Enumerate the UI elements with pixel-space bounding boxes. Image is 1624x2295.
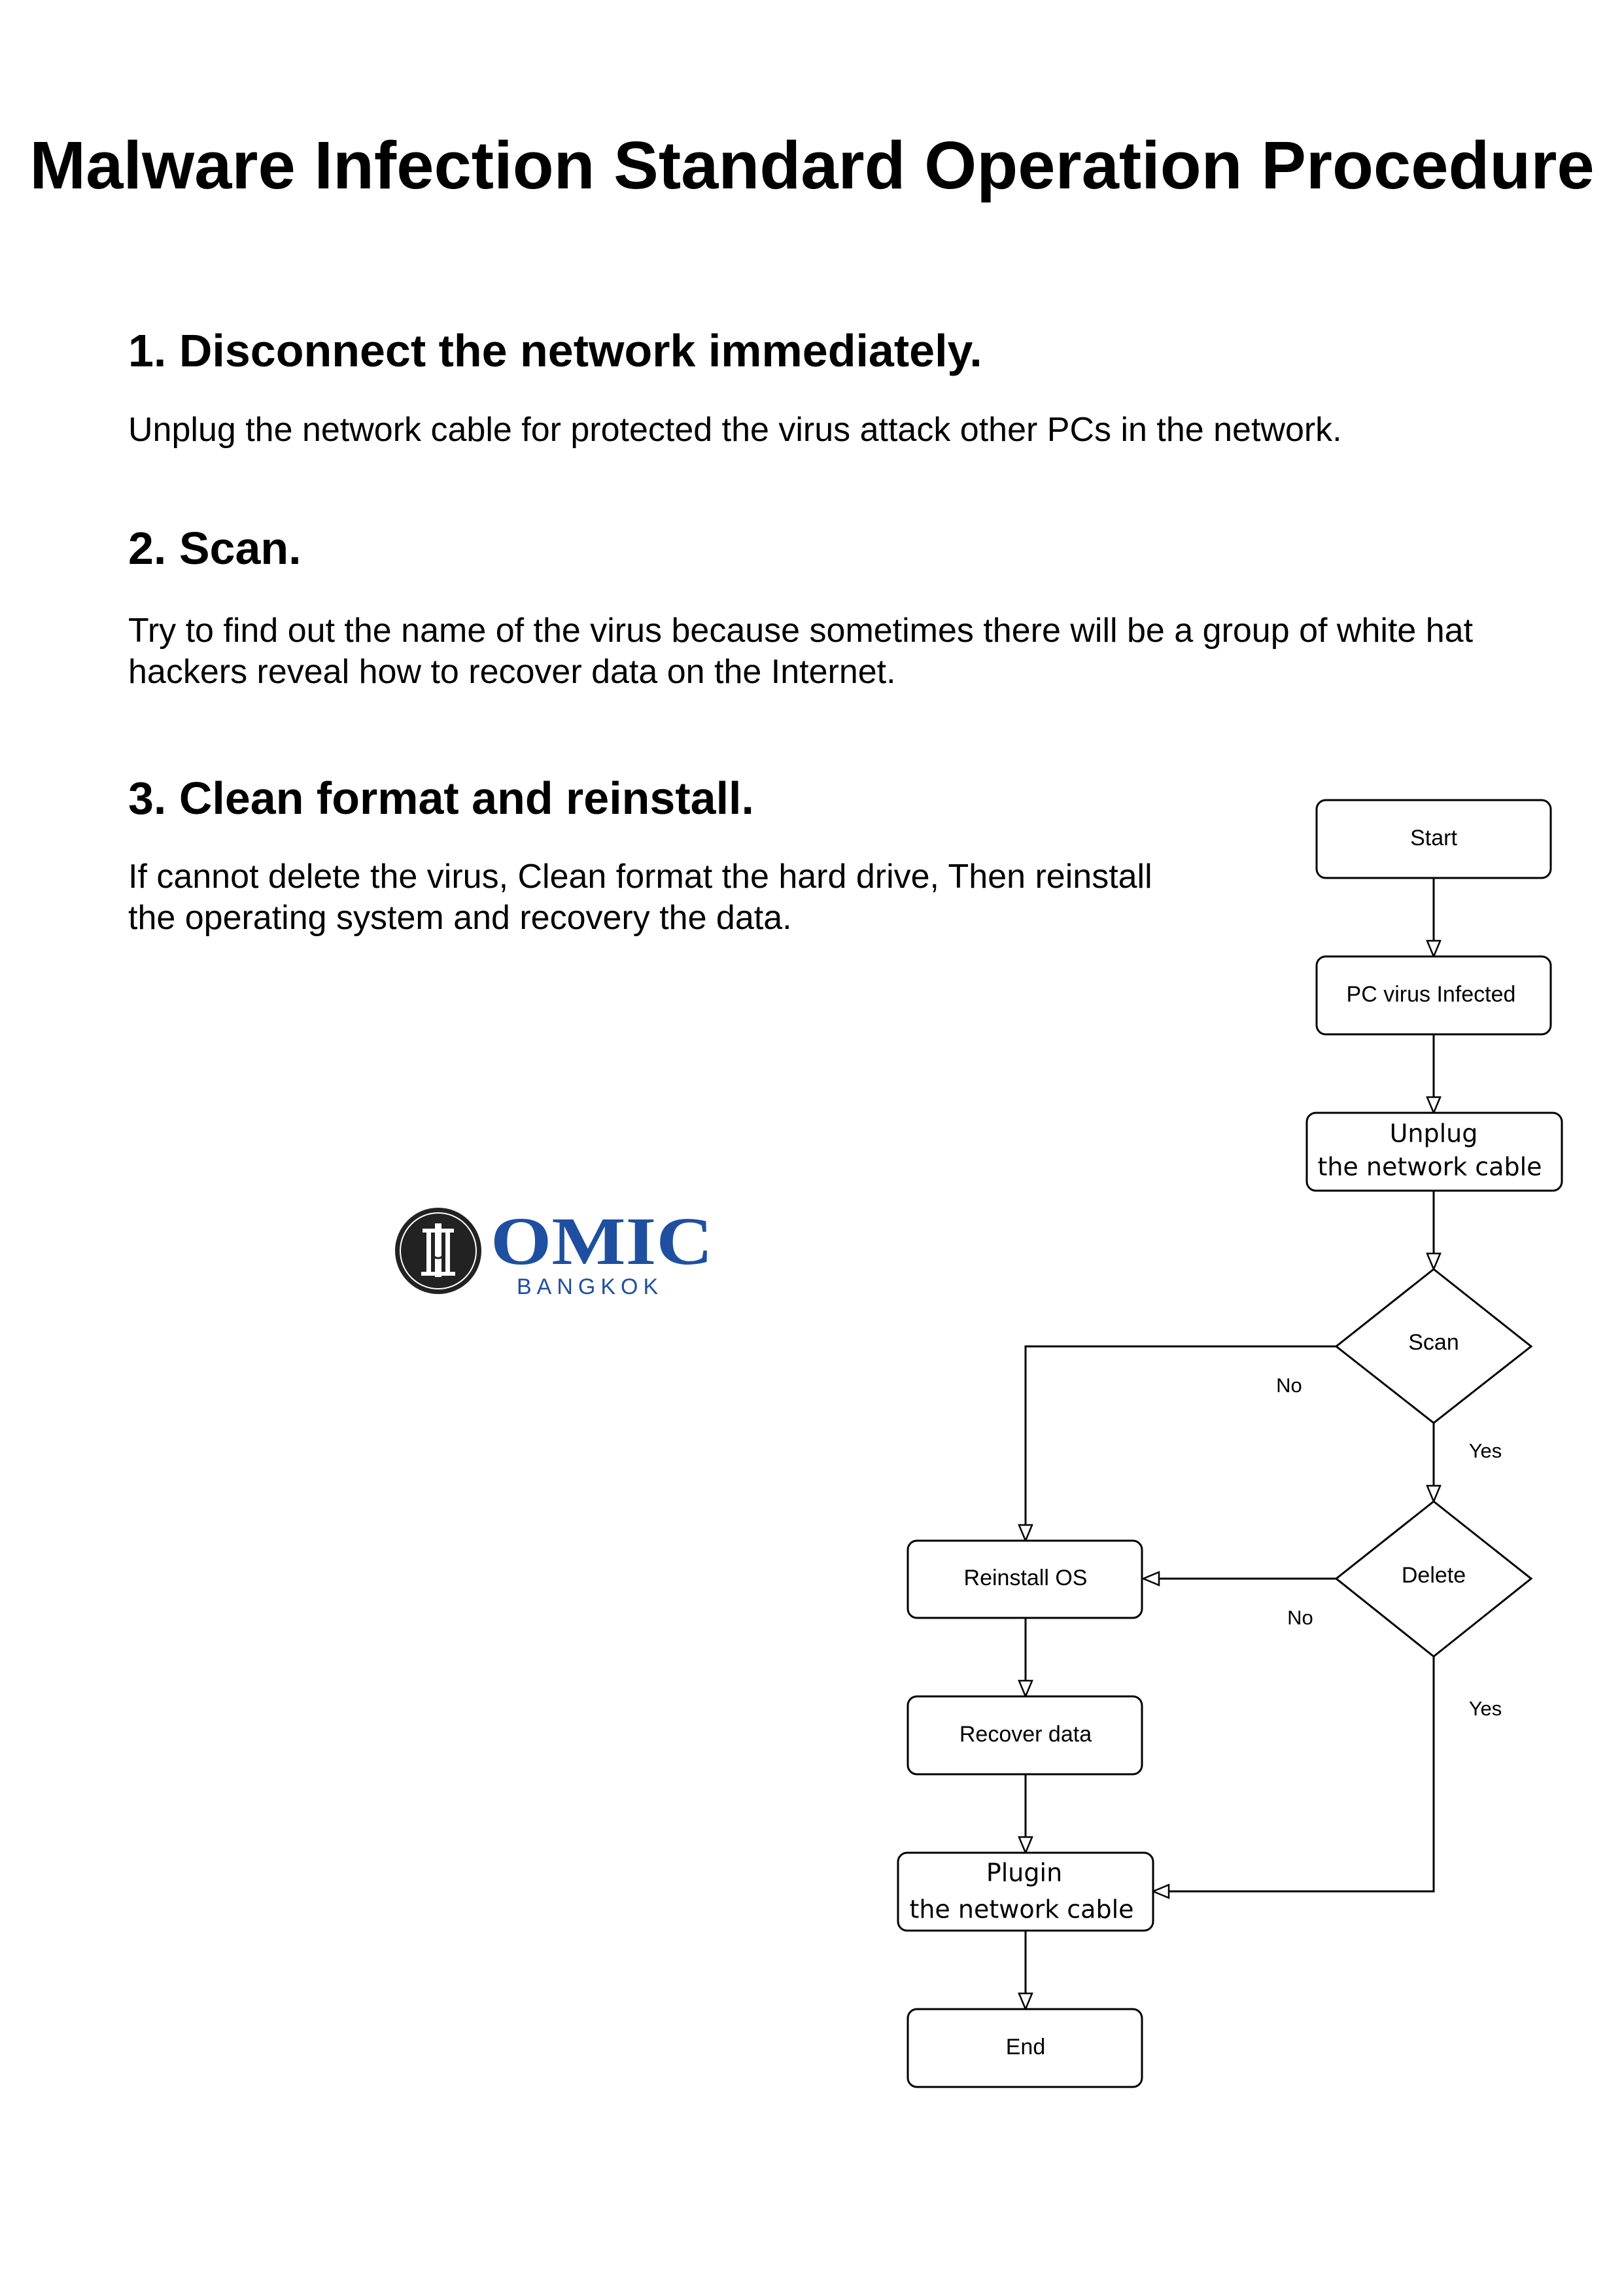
node-end-label: End — [1006, 2035, 1046, 2059]
node-pc-infected — [1315, 955, 1552, 1036]
edge-scan-no-reinstall — [1026, 1345, 1336, 1541]
node-plugin-label-line2: the network cable — [909, 1895, 1133, 1924]
node-recover-data-label: Recover data — [959, 1722, 1092, 1747]
node-start-label: Start — [1410, 826, 1457, 850]
logo-wordmark: OMIC — [491, 1204, 713, 1279]
node-unplug-label-line1: Unplug — [1390, 1119, 1478, 1148]
node-start — [1315, 799, 1552, 879]
page-title: Malware Infection Standard Operation Pro… — [29, 128, 1595, 203]
node-reinstall-os — [907, 1539, 1143, 1619]
edge-delete-no-label: No — [1287, 1606, 1313, 1629]
node-plugin-label-line1: Plugin — [986, 1859, 1062, 1887]
section-2-body: Try to find out the name of the virus be… — [128, 612, 1474, 691]
logo-subtitle: BANGKOK — [517, 1274, 663, 1299]
section-1-body: Unplug the network cable for protected t… — [128, 411, 1342, 449]
edge-delete-yes-label: Yes — [1469, 1697, 1502, 1720]
logo-emblem-icon — [395, 1208, 481, 1294]
node-pc-infected-label: PC virus Infected — [1347, 982, 1516, 1007]
node-reinstall-os-label: Reinstall OS — [964, 1566, 1088, 1590]
node-recover-data — [907, 1695, 1143, 1776]
section-3-body: If cannot delete the virus, Clean format… — [128, 858, 1152, 937]
node-plugin — [897, 1851, 1154, 1932]
omic-logo: OMIC BANGKOK — [395, 1204, 713, 1299]
node-scan-label: Scan — [1408, 1330, 1459, 1355]
edge-scan-no-label: No — [1276, 1374, 1302, 1397]
node-scan-decision — [1334, 1268, 1533, 1424]
section-3-heading: 3. Clean format and reinstall. — [128, 773, 754, 824]
section-1-heading: 1. Disconnect the network immediately. — [128, 325, 982, 376]
node-end — [907, 2008, 1143, 2088]
node-delete-decision — [1334, 1500, 1533, 1658]
section-2-heading: 2. Scan. — [128, 523, 302, 574]
edge-scan-yes-label: Yes — [1469, 1439, 1502, 1462]
node-delete-label: Delete — [1402, 1563, 1466, 1588]
edge-delete-yes-plugin — [1153, 1656, 1435, 1891]
node-unplug — [1305, 1112, 1563, 1192]
node-unplug-label-line2: the network cable — [1317, 1153, 1542, 1182]
